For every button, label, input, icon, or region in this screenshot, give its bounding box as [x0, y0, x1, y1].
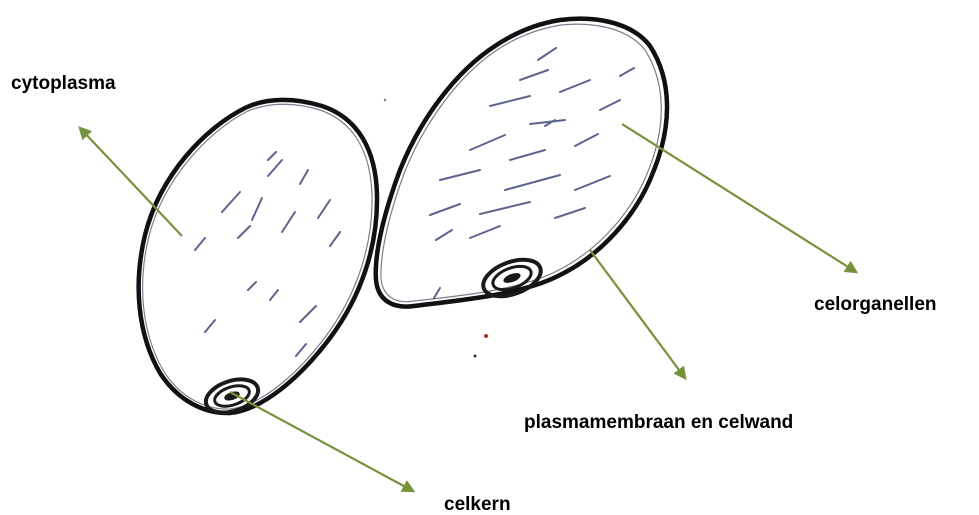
stray-dot-gray — [384, 99, 386, 101]
label-celorganellen: celorganellen — [814, 295, 937, 314]
left-cell-organelles — [195, 152, 340, 356]
label-celkern: celkern — [444, 495, 511, 514]
arrow-plasmamembraan — [590, 250, 685, 378]
right-cell — [376, 19, 667, 307]
stray-dot-red — [484, 334, 488, 338]
left-cell-wall — [139, 100, 377, 413]
arrow-celkern — [230, 392, 413, 491]
left-nucleus — [202, 373, 263, 418]
stray-dot-black — [474, 355, 477, 358]
left-cell — [139, 100, 377, 419]
arrow-celorganellen — [622, 124, 856, 272]
label-cytoplasma: cytoplasma — [11, 74, 116, 93]
right-nucleus — [478, 253, 545, 304]
right-cell-wall — [376, 19, 667, 307]
label-plasmamembraan-en-celwand: plasmamembraan en celwand — [524, 413, 793, 432]
left-cell-wall-inner — [143, 104, 372, 409]
